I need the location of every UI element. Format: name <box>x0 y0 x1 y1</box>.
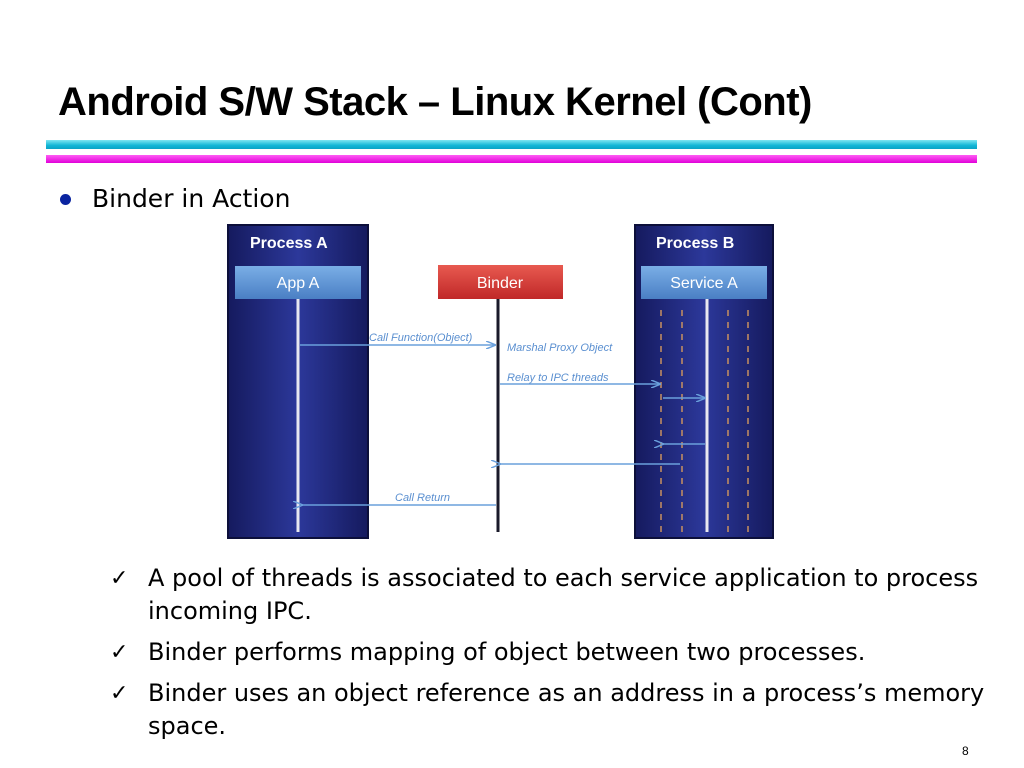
app-a-label: App A <box>277 275 320 292</box>
checkmark-icon: ✓ <box>110 681 129 706</box>
relay-ipc-label: Relay to IPC threads <box>507 372 609 384</box>
app-a-box <box>235 266 361 299</box>
page-number: 8 <box>962 744 969 758</box>
process-a-panel: Process A App A <box>227 224 369 539</box>
check-item-text: A pool of threads is associated to each … <box>148 564 979 625</box>
checkmark-icon: ✓ <box>110 640 129 665</box>
bullet-binder-in-action: Binder in Action <box>92 184 291 213</box>
call-return-label: Call Return <box>395 492 450 504</box>
binder-label: Binder <box>477 275 524 292</box>
check-item-text: Binder performs mapping of object betwee… <box>148 638 866 666</box>
check-list: ✓ A pool of threads is associated to eac… <box>110 562 990 751</box>
check-item: ✓ Binder performs mapping of object betw… <box>110 636 990 669</box>
binder-column: Binder <box>438 265 563 532</box>
check-item-text: Binder uses an object reference as an ad… <box>148 679 985 740</box>
service-a-box <box>641 266 767 299</box>
title-underline-magenta <box>46 155 977 163</box>
binder-box <box>438 265 563 299</box>
service-a-label: Service A <box>670 275 738 292</box>
check-item: ✓ Binder uses an object reference as an … <box>110 677 990 743</box>
check-item: ✓ A pool of threads is associated to eac… <box>110 562 990 628</box>
slide-title: Android S/W Stack – Linux Kernel (Cont) <box>58 80 812 124</box>
bullet-dot-icon <box>60 194 71 205</box>
process-b-panel: Process B Service A <box>634 224 774 539</box>
call-function-label: Call Function(Object) <box>369 332 473 344</box>
marshal-proxy-label: Marshal Proxy Object <box>507 342 613 354</box>
process-a-label: Process A <box>250 235 328 252</box>
process-b-label: Process B <box>656 235 734 252</box>
checkmark-icon: ✓ <box>110 566 129 591</box>
title-underline-cyan <box>46 140 977 149</box>
